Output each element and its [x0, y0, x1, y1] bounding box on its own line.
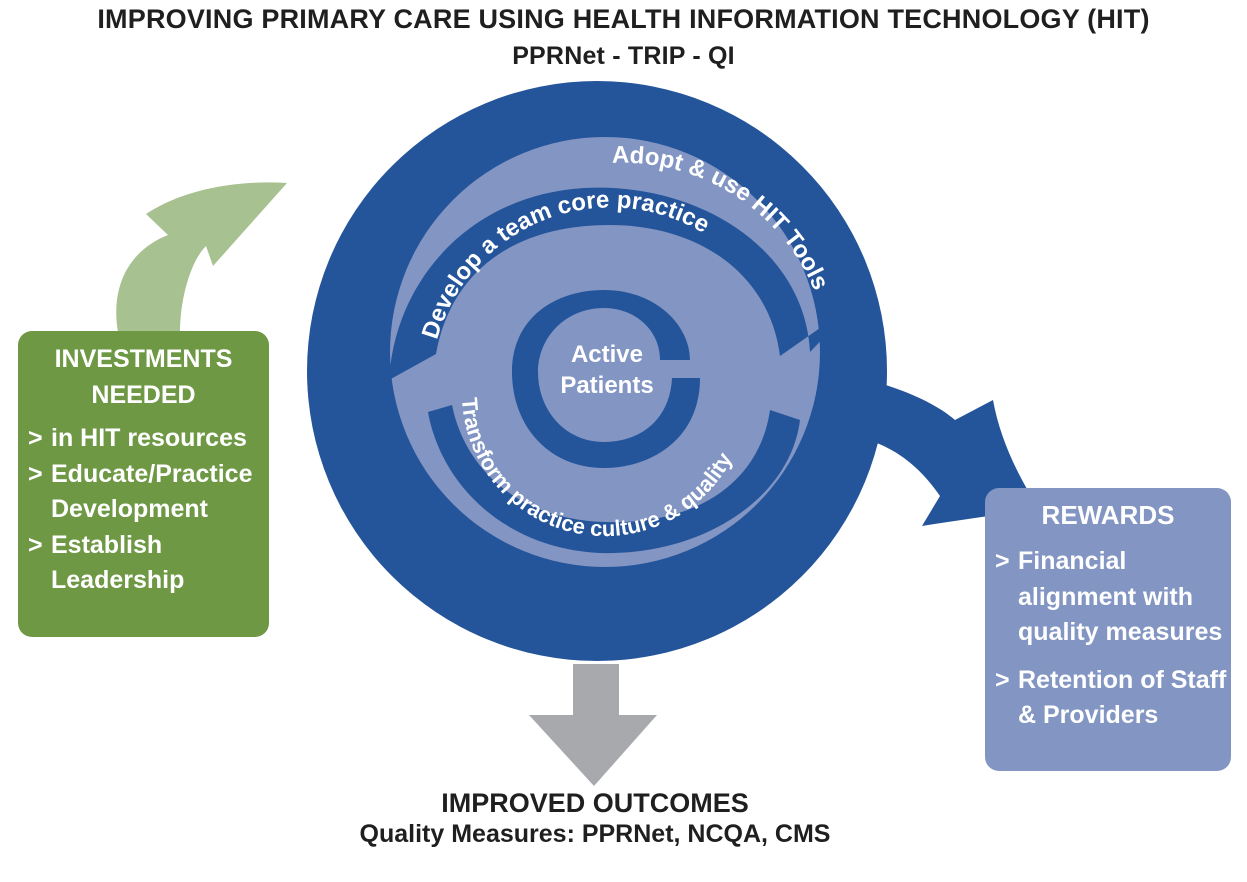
bullet-marker: > [28, 459, 43, 488]
center-label-line1: Active [571, 341, 643, 368]
investment-item-line: Development [51, 495, 208, 523]
bullet-marker: > [995, 665, 1010, 694]
reward-item-line: quality measures [1018, 618, 1223, 646]
investments-box: INVESTMENTS NEEDED > in HIT resources > Edu… [18, 331, 269, 637]
outcomes-subtitle: Quality Measures: PPRNet, NCQA, CMS [359, 820, 831, 848]
center-label-line2: Patients [560, 372, 653, 399]
investment-item-line: Establish [51, 530, 163, 559]
bullet-marker: > [995, 547, 1010, 575]
rewards-list: > Financial alignment with quality measures… [995, 544, 1231, 734]
reward-item-line: & Providers [1018, 701, 1159, 729]
inner-spiral-lower [428, 405, 800, 554]
reward-item-line: alignment with [1018, 582, 1193, 611]
rewards-box: REWARDS > Financial alignment with quality … [985, 488, 1231, 771]
investment-item-line: in HIT resources [51, 424, 247, 452]
reward-item-line: Financial [1018, 547, 1127, 575]
rewards-arrow [838, 374, 1040, 526]
investment-item: > in HIT resources [28, 421, 268, 457]
page-subtitle: PPRNet - TRIP - QI [512, 42, 735, 70]
outcomes-arrow [529, 664, 657, 786]
reward-item-line: Retention of Staff [1018, 665, 1227, 694]
investments-heading-line2: NEEDED [91, 381, 196, 409]
investment-item-line: Educate/Practice [51, 459, 253, 488]
investments-heading-line1: INVESTMENTS [54, 345, 233, 373]
bullet-marker: > [28, 530, 43, 559]
reward-item: > Financial alignment with quality measures [995, 544, 1231, 651]
page-title: IMPROVING PRIMARY CARE USING HEALTH INFO… [97, 4, 1150, 34]
bullet-marker: > [28, 424, 43, 452]
investments-heading: INVESTMENTS NEEDED [18, 341, 269, 413]
investment-item-line: Leadership [51, 566, 185, 594]
outcomes-title: IMPROVED OUTCOMES [441, 788, 749, 818]
investment-arrow [116, 182, 287, 332]
inner-spiral-band [389, 187, 860, 380]
rewards-heading: REWARDS [1041, 500, 1175, 530]
reward-item: > Retention of Staff & Providers [995, 663, 1231, 734]
